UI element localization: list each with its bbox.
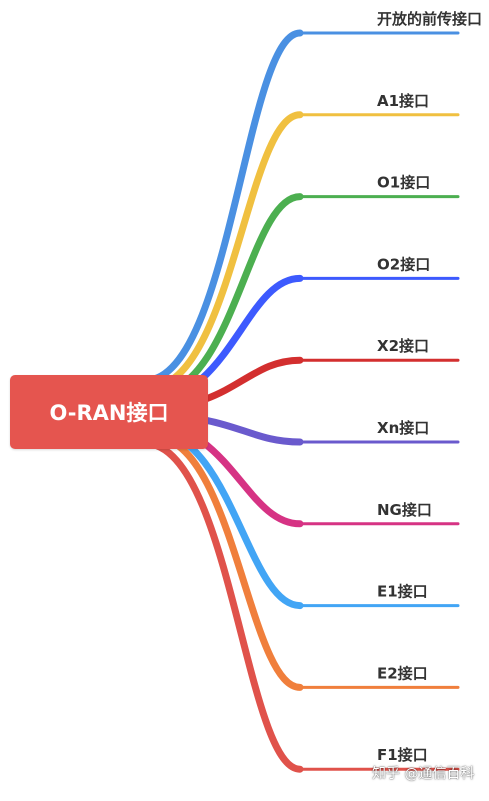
watermark-text: 知乎 @通信百科 bbox=[372, 766, 475, 782]
branch-label[interactable]: O2接口 bbox=[377, 255, 430, 273]
branch-label[interactable]: E1接口 bbox=[377, 583, 428, 601]
branch-label[interactable]: A1接口 bbox=[377, 92, 429, 110]
branch-labels: 开放的前传接口 A1接口 O1接口 O2接口 X2接口 Xn接口 NG接口 E1接口 E2接口 F… bbox=[377, 10, 482, 764]
branch-label[interactable]: Xn接口 bbox=[377, 419, 429, 437]
branch-label[interactable]: X2接口 bbox=[377, 337, 429, 355]
branch-label[interactable]: NG接口 bbox=[377, 501, 432, 519]
branch-connector bbox=[151, 435, 460, 689]
branch-label[interactable]: 开放的前传接口 bbox=[377, 10, 482, 28]
branch-label[interactable]: O1接口 bbox=[377, 174, 430, 192]
root-node[interactable]: O-RAN接口 bbox=[10, 375, 208, 449]
branch-connector bbox=[143, 442, 460, 771]
branch-connector bbox=[143, 31, 460, 382]
branch-label[interactable]: F1接口 bbox=[377, 746, 428, 764]
root-node-label: O-RAN接口 bbox=[49, 401, 169, 425]
branch-connector-base bbox=[149, 433, 304, 691]
branch-connector bbox=[147, 113, 460, 389]
branch-label[interactable]: E2接口 bbox=[377, 664, 428, 682]
